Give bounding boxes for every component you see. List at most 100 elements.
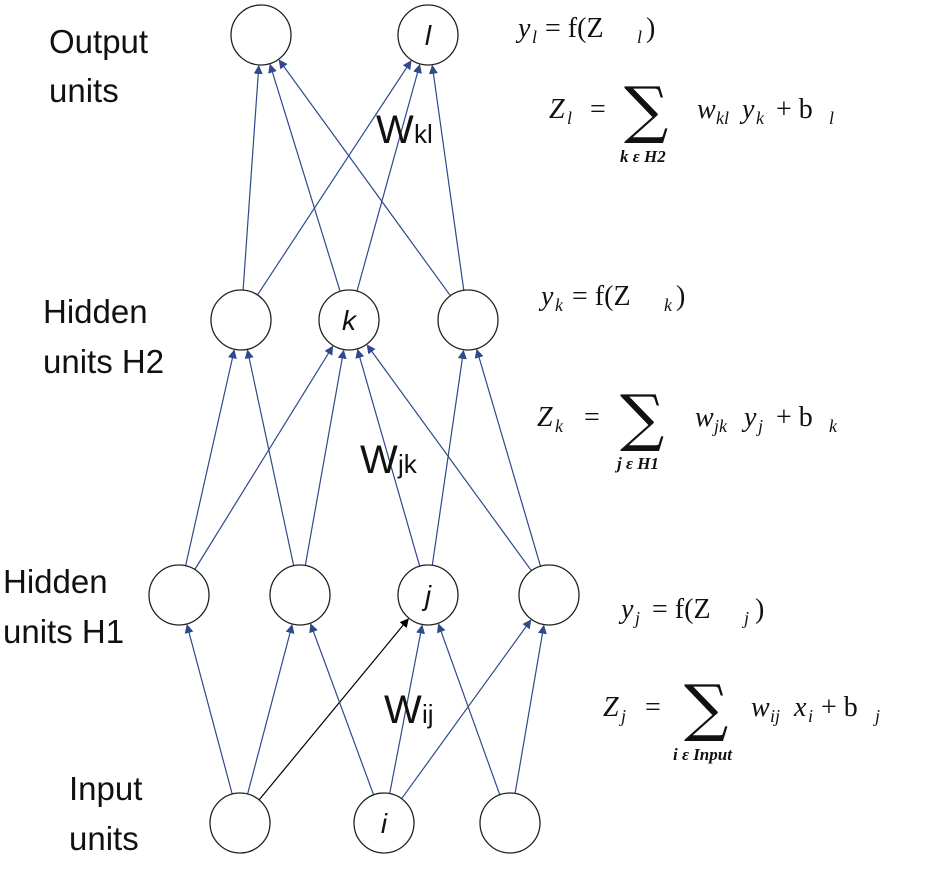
weight-jk-sub: jk	[397, 449, 418, 479]
eq-zj-b-sub: j	[873, 706, 880, 726]
equation-y-l: y l = f(Z l )	[515, 13, 655, 47]
h1-units-label-line2: units H1	[3, 613, 124, 650]
eq-zj-lhs-sub: j	[619, 706, 626, 726]
eq-zj-under: i ε Input	[673, 745, 733, 764]
edge-c3-to-b4	[514, 624, 547, 794]
output-units-label-line1: Output	[49, 23, 148, 60]
eq-yk-close: )	[676, 281, 685, 312]
weight-kl-sub: kl	[414, 119, 433, 149]
eq-zl-lhs: Z	[549, 94, 565, 125]
equation-z-l: Z l = ∑ k ε H2 w kl y k + b l	[549, 73, 834, 166]
edge-b4-to-a3	[474, 348, 542, 567]
eq-yj-lhs: y	[618, 594, 634, 625]
edge-b1-to-ak	[194, 345, 334, 570]
eq-zl-y: y	[739, 94, 755, 125]
edge-ak-to-o1	[268, 63, 341, 292]
hidden-h2-layer: k	[210, 289, 499, 351]
eq-yk-rhs-sub: k	[664, 295, 673, 315]
h1-node-2	[269, 564, 331, 626]
weight-jk-main: W	[360, 438, 398, 482]
edge-a3-to-ol	[428, 64, 465, 291]
edge-c1-to-b1	[184, 624, 233, 795]
eq-yl-rhs-sub: l	[637, 27, 642, 47]
edge-c3-to-bj	[437, 623, 501, 796]
output-node-1	[230, 4, 292, 66]
edge-ci-to-b4	[401, 619, 532, 800]
equation-z-j: Z j = ∑ i ε Input w ij x i + b j	[603, 671, 880, 764]
output-node-l-label: l	[425, 20, 432, 51]
equation-y-k: y k = f(Z k )	[538, 281, 685, 315]
edge-ak-to-ol	[356, 64, 422, 292]
h1-node-j-label: j	[421, 580, 432, 611]
weight-ij-main: W	[384, 688, 422, 732]
edge-b4-to-ak	[366, 344, 532, 572]
input-node-3	[479, 792, 541, 854]
weight-label-ij: W ij	[384, 688, 434, 732]
eq-zj-plus: + b	[821, 692, 858, 723]
eq-yl-lhs-sub: l	[532, 27, 537, 47]
eq-zk-plus: + b	[776, 402, 813, 433]
h1-node-1	[148, 564, 210, 626]
eq-zj-x: x	[793, 692, 807, 723]
input-units-label-line1: Input	[69, 770, 142, 807]
eq-zk-lhs: Z	[537, 402, 553, 433]
eq-zl-lhs-sub: l	[567, 108, 572, 128]
eq-zj-lhs: Z	[603, 692, 619, 723]
h1-node-4	[518, 564, 580, 626]
eq-yk-lhs-sub: k	[555, 295, 564, 315]
eq-zk-eq: =	[584, 402, 600, 433]
edge-c1-to-bj	[258, 618, 409, 801]
eq-zj-sigma: ∑	[684, 671, 728, 744]
input-node-1	[209, 792, 271, 854]
eq-zl-y-sub: k	[756, 108, 765, 128]
connection-edges	[184, 59, 547, 801]
eq-zl-sigma: ∑	[624, 73, 668, 146]
edge-b1-to-a1	[185, 349, 237, 566]
eq-zl-term-sub: kl	[716, 108, 729, 128]
eq-zl-under: k ε H2	[620, 147, 666, 166]
equation-z-k: Z k = ∑ j ε H1 w jk y j + b k	[537, 381, 838, 473]
input-node-i-label: i	[381, 808, 388, 839]
eq-zk-term: w	[695, 402, 714, 433]
h2-units-label-line1: Hidden	[43, 293, 148, 330]
eq-yl-lhs: y	[515, 13, 531, 44]
eq-zk-y: y	[741, 402, 757, 433]
equation-y-j: y j = f(Z j )	[618, 594, 764, 628]
output-layer: l	[230, 4, 459, 66]
eq-yl-close: )	[646, 13, 655, 44]
eq-zk-b-sub: k	[829, 416, 838, 436]
eq-zk-under: j ε H1	[614, 454, 659, 473]
edge-a3-to-o1	[278, 59, 451, 297]
eq-zl-plus: + b	[776, 94, 813, 125]
weight-label-kl: W kl	[376, 108, 433, 152]
eq-yk-lhs: y	[538, 281, 554, 312]
eq-zk-sigma: ∑	[620, 381, 664, 454]
edge-bj-to-ak	[355, 348, 421, 567]
h2-node-k-label: k	[342, 305, 358, 336]
eq-zl-eq: =	[590, 94, 606, 125]
edge-bj-to-a3	[431, 349, 467, 566]
edge-b2-to-a1	[244, 349, 295, 566]
eq-zj-term: w	[751, 692, 770, 723]
hidden-h1-layer: j	[148, 564, 580, 626]
eq-yj-rhs: = f(Z	[652, 594, 711, 625]
eq-zj-x-sub: i	[808, 706, 813, 726]
eq-zk-lhs-sub: k	[555, 416, 564, 436]
eq-yl-rhs: = f(Z	[545, 13, 604, 44]
input-node-i	[353, 792, 415, 854]
output-units-label-line2: units	[49, 72, 119, 109]
eq-yj-rhs-sub: j	[742, 608, 749, 628]
eq-zl-term: w	[697, 94, 716, 125]
eq-yj-close: )	[755, 594, 764, 625]
h2-node-k	[318, 289, 380, 351]
weight-label-jk: W jk	[360, 438, 418, 482]
eq-zk-term-sub: jk	[712, 416, 728, 436]
h1-node-j	[397, 564, 459, 626]
eq-yk-rhs: = f(Z	[572, 281, 631, 312]
edge-ci-to-b2	[309, 623, 375, 796]
eq-zl-b-sub: l	[829, 108, 834, 128]
h2-units-label-line2: units H2	[43, 343, 164, 380]
eq-zk-y-sub: j	[756, 416, 763, 436]
h2-node-3	[437, 289, 499, 351]
